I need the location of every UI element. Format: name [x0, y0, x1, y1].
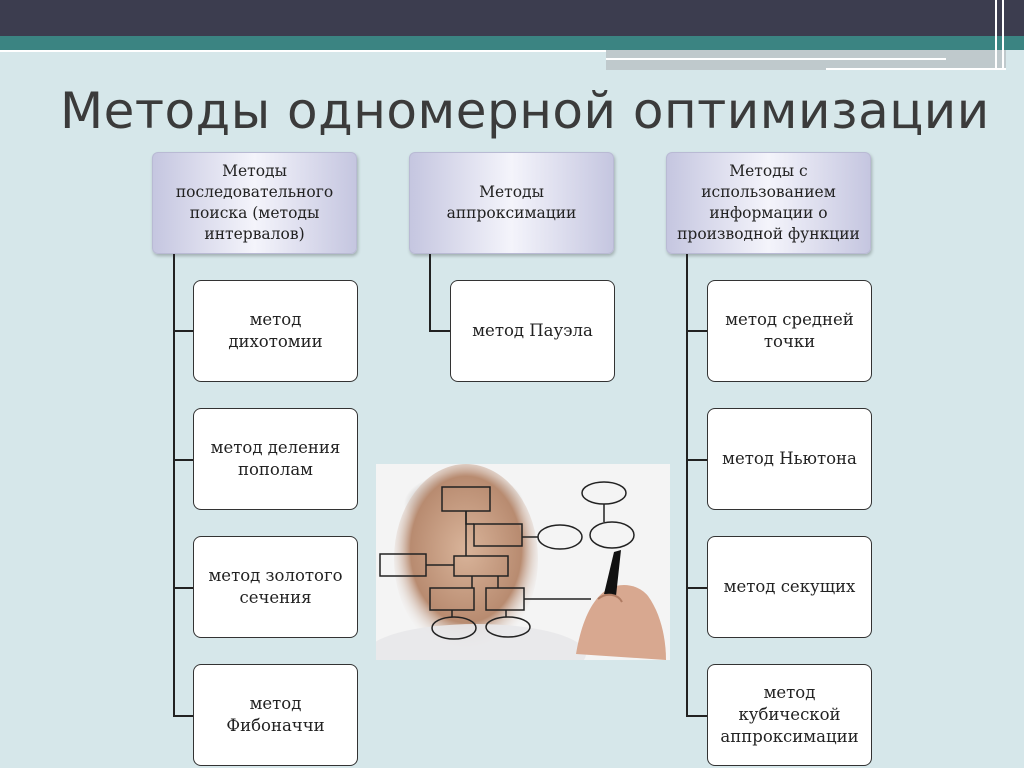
decor-band: [606, 50, 1006, 70]
decor-line: [1002, 0, 1004, 70]
connector-line: [429, 254, 431, 332]
connector-line: [429, 330, 450, 332]
teal-decor-bar: [0, 36, 1024, 50]
page-title: Методы одномерной оптимизации: [60, 82, 990, 140]
method-box-bisection: метод деления пополам: [193, 408, 358, 510]
person-drawing-flowchart-image: [376, 464, 670, 660]
method-box-cubic-approximation: метод кубической аппроксимации: [707, 664, 872, 766]
connector-line: [686, 459, 707, 461]
method-box-dichotomy: метод дихотомии: [193, 280, 358, 382]
decor-line: [995, 0, 997, 70]
method-box-fibonacci: метод Фибоначчи: [193, 664, 358, 766]
top-decor-bar: [0, 0, 1024, 36]
connector-line: [173, 330, 193, 332]
connector-line: [173, 459, 193, 461]
method-box-golden-section: метод золотого сечения: [193, 536, 358, 638]
connector-line: [173, 254, 175, 717]
connector-line: [686, 587, 707, 589]
flowchart-illustration: [376, 464, 670, 660]
connector-line: [686, 715, 707, 717]
connector-line: [686, 254, 688, 717]
connector-line: [173, 587, 193, 589]
decor-line: [606, 58, 946, 60]
decor-line: [826, 68, 1006, 70]
category-header-derivative: Методы с использованием информации о про…: [666, 152, 871, 254]
decor-line: [0, 50, 606, 52]
method-box-secant: метод секущих: [707, 536, 872, 638]
category-header-sequential-search: Методы последовательного поиска (методы …: [152, 152, 357, 254]
category-header-approximation: Методы аппроксимации: [409, 152, 614, 254]
method-box-midpoint: метод средней точки: [707, 280, 872, 382]
method-box-newton: метод Ньютона: [707, 408, 872, 510]
method-box-powell: метод Пауэла: [450, 280, 615, 382]
connector-line: [686, 330, 707, 332]
connector-line: [173, 715, 193, 717]
